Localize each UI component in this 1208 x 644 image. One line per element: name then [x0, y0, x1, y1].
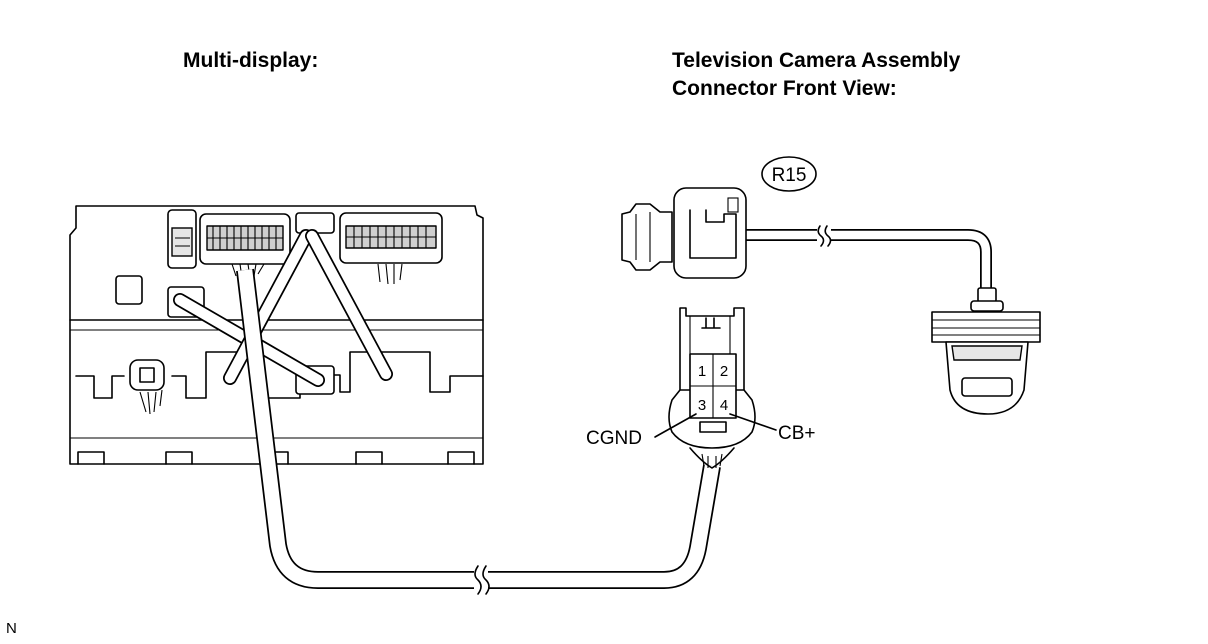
multi-display-title: Multi-display:: [183, 49, 319, 72]
multi-display-unit: [69, 205, 484, 465]
cgnd-label: CGND: [586, 428, 642, 449]
pin-3: 3: [698, 397, 706, 414]
pin-4: 4: [720, 397, 728, 414]
connector-code-text: R15: [772, 165, 807, 186]
pin-1: 1: [698, 363, 706, 380]
camera-assembly: [621, 187, 1041, 415]
pin-2: 2: [720, 363, 728, 380]
cgnd-leader-line: [654, 413, 697, 438]
connector-front-view: 1 2 3 4: [654, 307, 777, 469]
corner-mark: N: [6, 620, 17, 637]
cbplus-leader-line: [729, 413, 777, 431]
main-harness: [236, 268, 721, 596]
camera-title-line-2: Connector Front View:: [672, 77, 897, 100]
camera-title-line-1: Television Camera Assembly: [672, 49, 961, 72]
connector-code-label: R15: [761, 156, 817, 192]
cbplus-label: CB+: [778, 423, 816, 444]
camera-assembly-title: Television Camera Assembly Connector Fro…: [672, 47, 960, 103]
